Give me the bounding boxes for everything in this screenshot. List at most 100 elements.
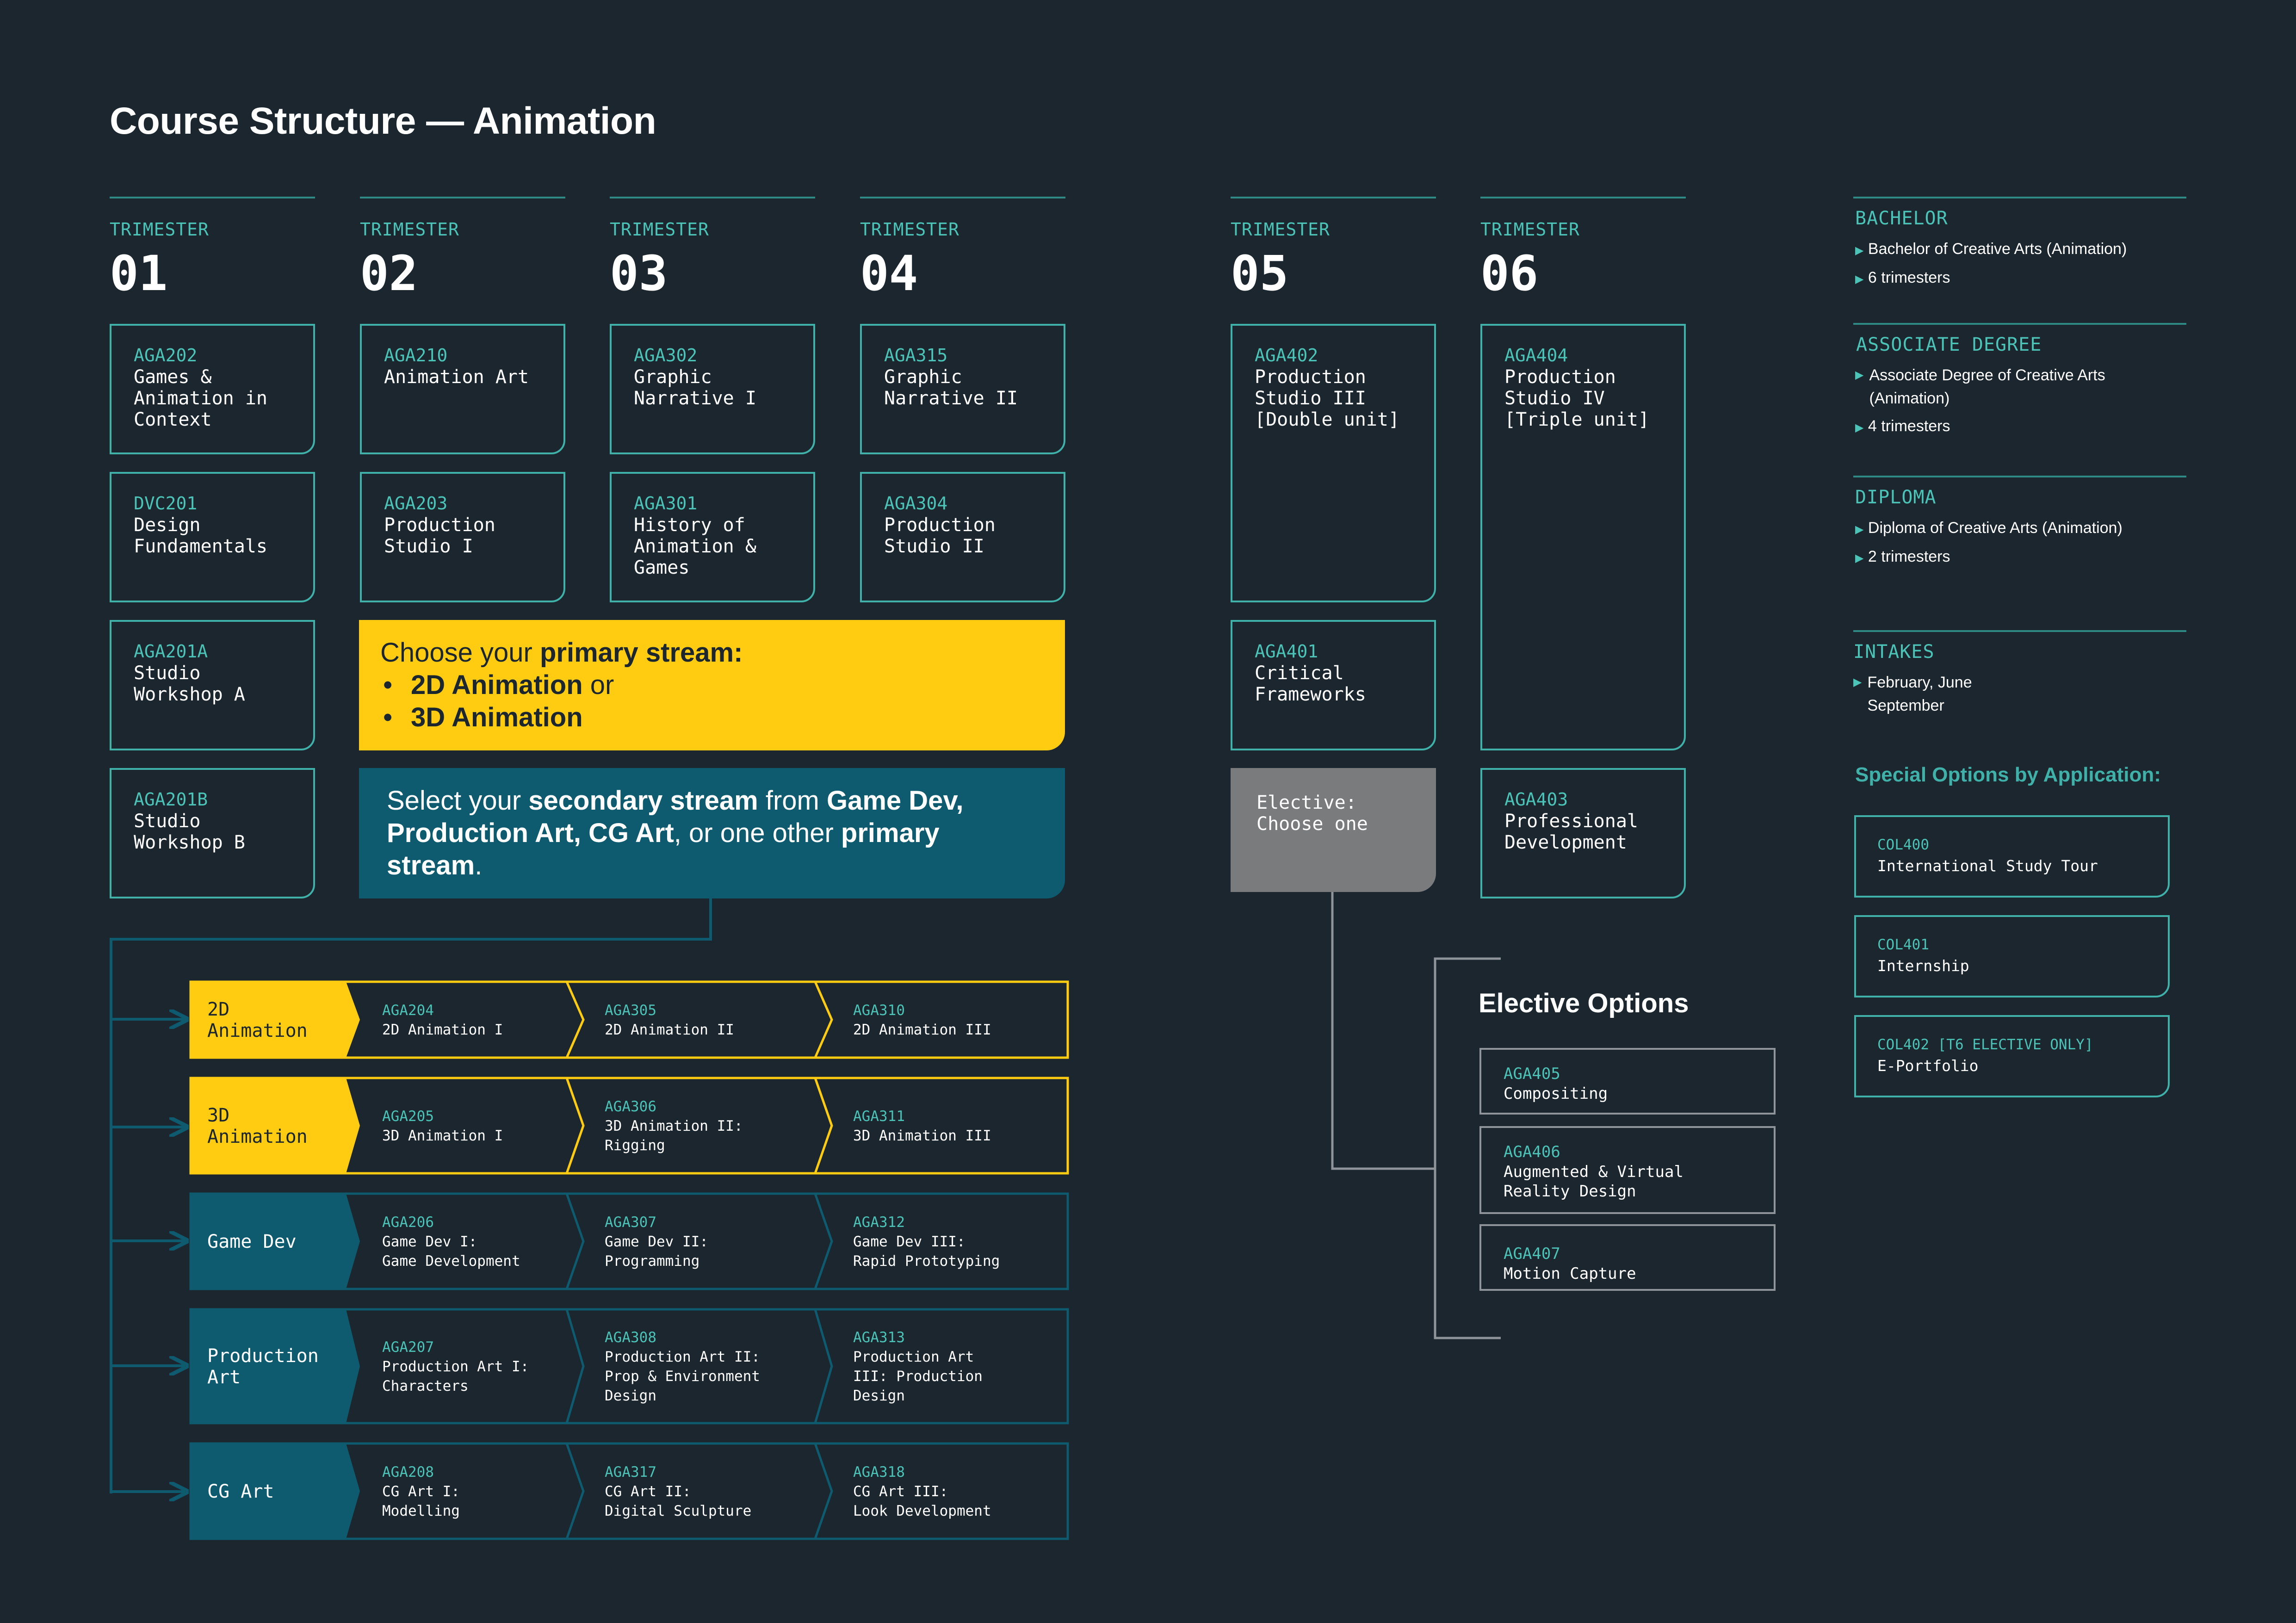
elective-option-aga405[interactable]: AGA405 Compositing [1479,1048,1776,1115]
stream-unit-code: AGA313 [853,1329,905,1346]
stream-chevron-separator [565,1309,585,1424]
stream-unit-name: CG Art III: [853,1483,948,1500]
special-option-col400[interactable]: COL400 International Study Tour [1854,815,2170,898]
sidebar-associate: ASSOCIATE DEGREE ▶Associate Degree of Cr… [1853,323,2186,435]
unit-card-aga201a[interactable]: AGA201A Studio Workshop A [110,620,315,750]
stream-unit-code: AGA311 [853,1108,905,1125]
stream-head [191,1309,360,1423]
stream-unit-code: AGA305 [605,1002,656,1019]
stream-unit-code: AGA317 [605,1464,656,1481]
secondary-text: Select your [387,786,529,816]
stream-unit-name: Prop & Environment [605,1368,760,1385]
unit-card-aga202[interactable]: AGA202 Games & Animation in Context [110,324,315,454]
unit-card-aga315[interactable]: AGA315 Graphic Narrative II [860,324,1065,454]
sidebar-bachelor: BACHELOR ▶ Bachelor of Creative Arts (An… [1853,197,2186,286]
unit-name: Production Studio I [384,514,495,557]
primary-lead: Choose your [380,638,540,668]
unit-card-aga210[interactable]: AGA210 Animation Art [360,324,565,454]
unit-name: History of Animation & Games [634,514,756,578]
stream-unit-name: CG Art II: [605,1483,691,1500]
intakes-item-text: February, June September [1867,674,1972,714]
trimester-header-01: TRIMESTER 01 [110,197,315,305]
unit-card-aga401[interactable]: AGA401 Critical Frameworks [1231,620,1436,750]
unit-card-aga304[interactable]: AGA304 Production Studio II [860,472,1065,602]
elective-option-aga407[interactable]: AGA407 Motion Capture [1479,1224,1776,1291]
unit-card-dvc201[interactable]: DVC201 Design Fundamentals [110,472,315,602]
option-name: Augmented & Virtual Reality Design [1504,1163,1683,1201]
bachelor-item-text: Bachelor of Creative Arts (Animation) [1868,240,2127,258]
associate-item-text: Associate Degree of Creative Arts (Anima… [1869,366,2105,407]
stream-unit-name: 2D Animation I [382,1022,503,1038]
stream-head [191,1194,360,1289]
stream-unit-name: Production Art [853,1349,974,1365]
unit-card-aga201b[interactable]: AGA201B Studio Workshop B [110,768,315,898]
unit-name: Critical Frameworks [1255,663,1366,705]
stream-label: 3D [207,1105,229,1126]
diploma-item-text: 2 trimesters [1868,548,1950,565]
trimester-number: 04 [860,245,918,302]
unit-name: Studio Workshop B [134,811,245,853]
unit-code: AGA304 [884,493,948,514]
stream-unit-code: AGA205 [382,1108,434,1125]
unit-name: Graphic Narrative II [884,366,1018,409]
stream-unit-name: 3D Animation II: [605,1118,743,1134]
unit-card-aga302[interactable]: AGA302 Graphic Narrative I [610,324,815,454]
unit-name: Studio Workshop A [134,663,245,705]
stream-unit-code: AGA206 [382,1214,434,1231]
stream-unit-code: AGA207 [382,1339,434,1356]
stream-unit-name: 3D Animation I [382,1127,503,1144]
stream-label: 2D [207,999,229,1020]
trimester-header-02: TRIMESTER 02 [360,197,565,305]
stream-label: Animation [207,1126,308,1147]
unit-card-aga203[interactable]: AGA203 Production Studio I [360,472,565,602]
stream-unit-name: 2D Animation II [605,1022,734,1038]
unit-code: AGA201B [134,789,208,810]
secondary-text-bold: primary [841,818,940,848]
intakes-heading: INTAKES [1853,641,1935,663]
trimester-label: TRIMESTER [110,219,209,240]
stream-unit-name: CG Art I: [382,1483,460,1500]
stream-head [191,1078,360,1173]
special-option-col402[interactable]: COL402 [T6 ELECTIVE ONLY] E-Portfolio [1854,1015,2170,1097]
stream-unit-name: 3D Animation III [853,1127,991,1144]
unit-name: Animation Art [384,366,529,388]
unit-name: Production Studio IV [Triple unit] [1504,366,1650,430]
triangle-bullet-icon: ▶ [1855,244,1864,257]
stream-chevron-separator [814,1078,833,1174]
elective-option-aga406[interactable]: AGA406 Augmented & Virtual Reality Desig… [1479,1126,1776,1214]
secondary-text: . [475,850,483,880]
option-name: E-Portfolio [1877,1057,1979,1075]
elective-choose-box[interactable]: Elective: Choose one [1231,768,1436,892]
unit-card-aga403[interactable]: AGA403 Professional Development [1480,768,1686,898]
stream-unit-name: Game Dev I: [382,1233,477,1250]
stream-unit-code: AGA312 [853,1214,905,1231]
unit-name: Production Studio II [884,514,996,557]
stream-chevron-separator [565,981,585,1059]
trimester-number: 02 [360,245,418,302]
stream-unit-name: Design [853,1388,905,1404]
triangle-bullet-icon: ▶ [1855,552,1864,564]
stream-chevron-separator [814,981,833,1059]
unit-code: AGA301 [634,493,698,514]
stream-chevron-separator [565,1193,585,1289]
special-option-col401[interactable]: COL401 Internship [1854,915,2170,997]
unit-card-aga402[interactable]: AGA402 Production Studio III [Double uni… [1231,324,1436,602]
stream-unit-name: Design [605,1388,656,1404]
stream-unit-code: AGA307 [605,1214,656,1231]
stream-label: Production [207,1345,319,1367]
option-code: AGA407 [1504,1245,1560,1263]
stream-unit-name: Rapid Prototyping [853,1253,1000,1270]
trimester-label: TRIMESTER [1480,219,1580,240]
option-name: Internship [1877,957,1969,975]
diploma-item-text: Diploma of Creative Arts (Animation) [1868,519,2123,537]
stream-unit-code: AGA308 [605,1329,656,1346]
unit-code: DVC201 [134,493,198,514]
unit-card-aga404[interactable]: AGA404 Production Studio IV [Triple unit… [1480,324,1686,750]
unit-code: AGA404 [1504,345,1568,365]
trimester-header-06: TRIMESTER 06 [1480,197,1686,305]
unit-card-aga301[interactable]: AGA301 History of Animation & Games [610,472,815,602]
bullet-icon: • [383,702,393,732]
stream-head [191,982,360,1058]
